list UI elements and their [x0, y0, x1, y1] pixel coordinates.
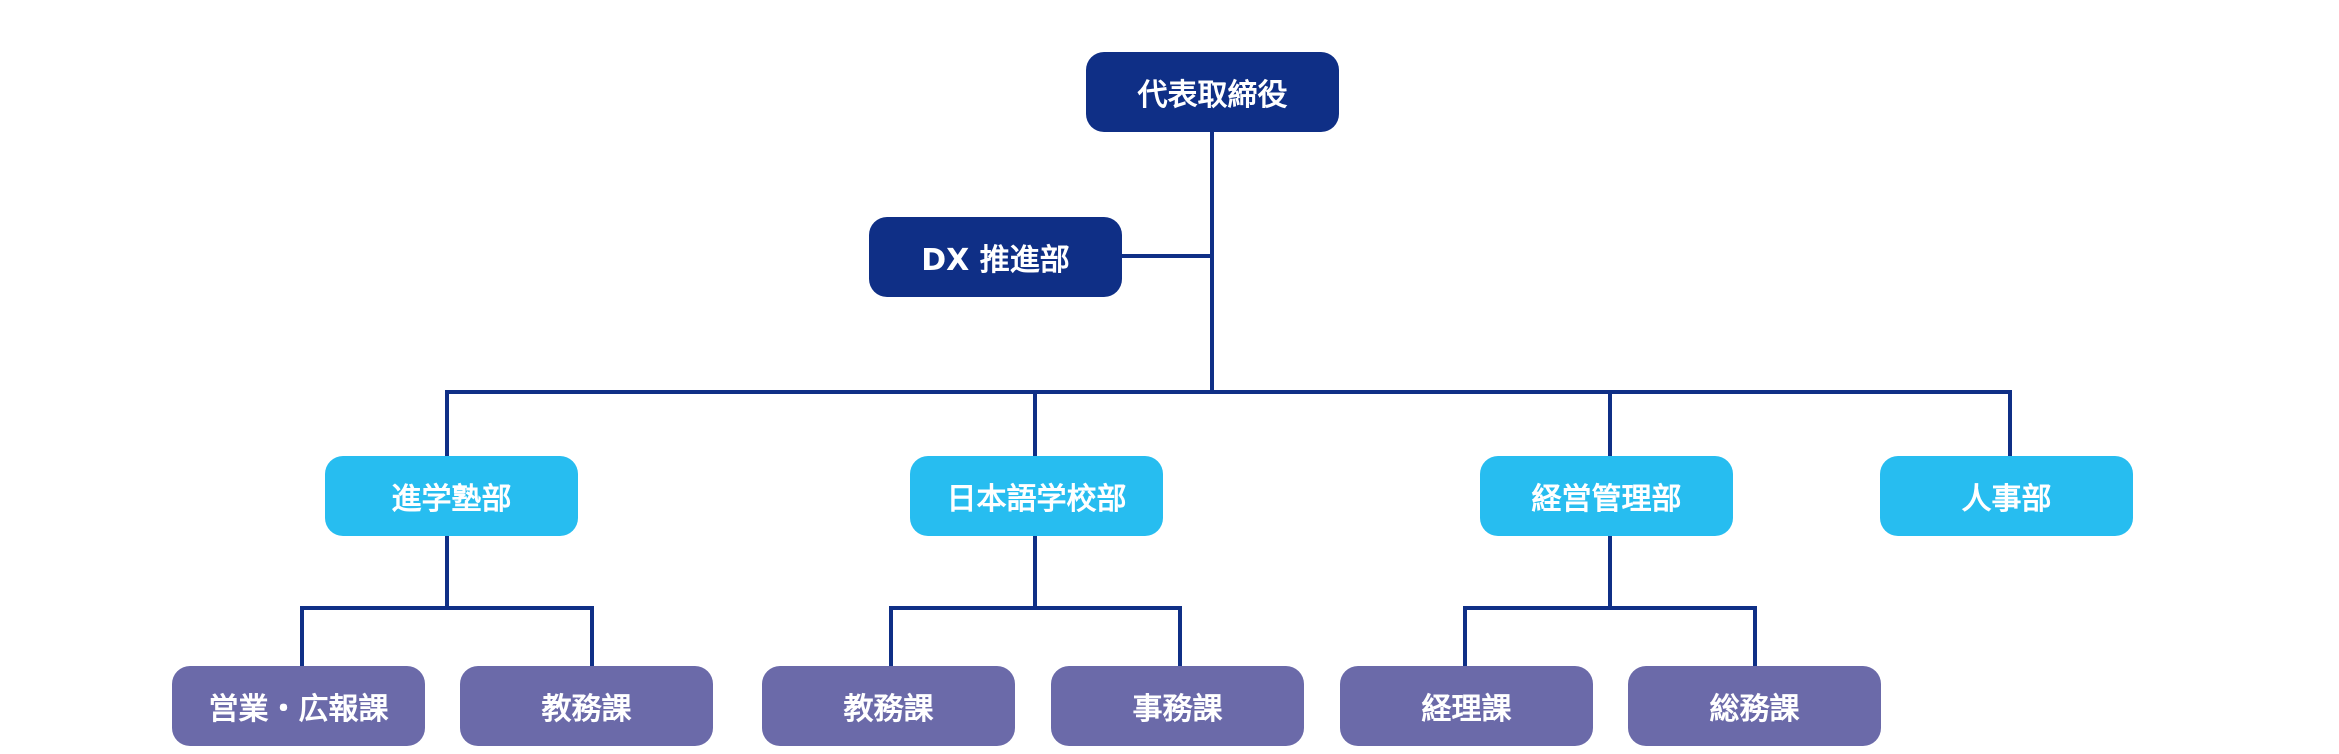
node-jinji: 人事部	[1880, 456, 2133, 536]
node-juku-sales: 営業・広報課	[172, 666, 425, 746]
node-juku: 進学塾部	[325, 456, 578, 536]
node-ceo: 代表取締役	[1086, 52, 1339, 132]
node-juku-kyomu: 教務課	[460, 666, 713, 746]
node-keiei: 経営管理部	[1480, 456, 1733, 536]
node-dx: DX 推進部	[869, 217, 1122, 297]
node-nihongo: 日本語学校部	[910, 456, 1163, 536]
node-keiei-somu: 総務課	[1628, 666, 1881, 746]
node-nihongo-kyomu: 教務課	[762, 666, 1015, 746]
node-keiei-keiri: 経理課	[1340, 666, 1593, 746]
node-nihongo-jimu: 事務課	[1051, 666, 1304, 746]
